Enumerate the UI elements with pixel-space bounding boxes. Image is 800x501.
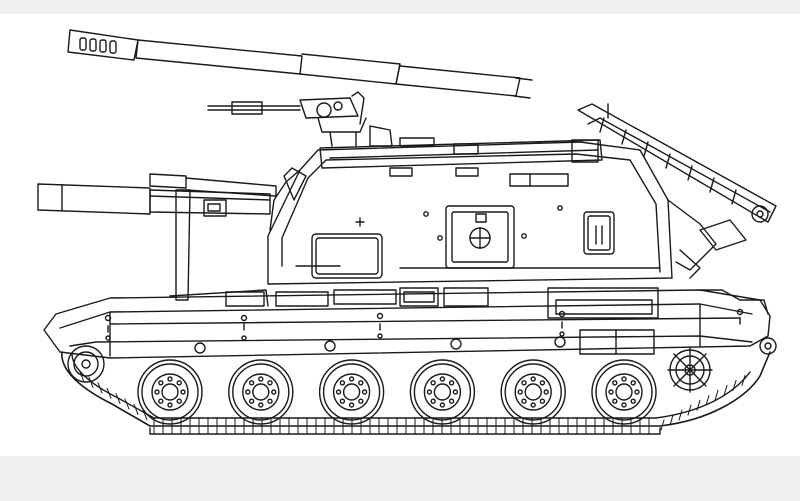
side-access-panel — [311, 233, 383, 279]
ammunition-loading-conveyor — [577, 103, 777, 279]
road-wheel — [228, 359, 294, 425]
barrel-support-strut — [175, 189, 191, 301]
turret-outline — [267, 141, 673, 285]
turret-vent-panel — [583, 211, 615, 255]
upper-gun-barrel — [67, 29, 533, 99]
roof-machine-gun — [207, 91, 393, 147]
track — [61, 335, 771, 435]
lower-gun-barrel — [37, 173, 277, 301]
track-links — [79, 371, 746, 435]
road-wheel — [318, 359, 385, 425]
self-propelled-howitzer-drawing — [37, 29, 777, 435]
front-idler-wheel — [67, 345, 105, 383]
hull — [43, 287, 777, 359]
line-drawing-area — [0, 14, 800, 456]
road-wheels — [137, 359, 657, 425]
engine-deck-panels — [225, 287, 659, 355]
turret — [267, 137, 673, 285]
road-wheel — [409, 359, 476, 425]
return-rollers — [194, 336, 566, 354]
muzzle-brake — [67, 29, 139, 61]
turret-roof-rail — [319, 139, 603, 169]
road-wheel — [500, 359, 566, 425]
hull-outline — [43, 289, 771, 359]
road-wheel — [137, 359, 203, 425]
turret-side-hatch — [445, 205, 515, 269]
drive-sprocket — [667, 347, 713, 393]
road-wheel — [591, 359, 657, 425]
